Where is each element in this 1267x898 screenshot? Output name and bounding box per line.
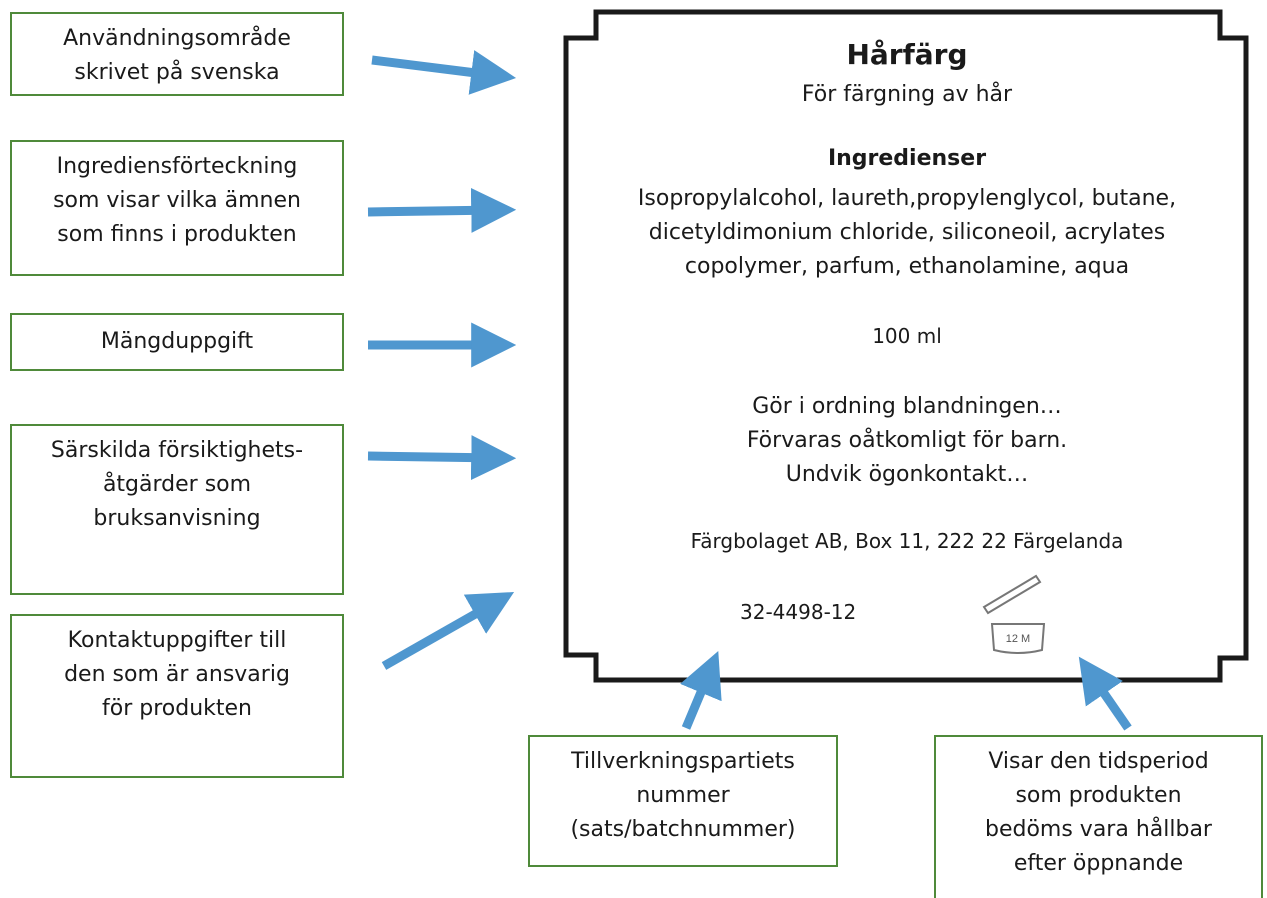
callout-line: Mängduppgift — [100, 329, 254, 354]
callout-line: Användningsområde — [63, 26, 291, 51]
callout-line: Visar den tidsperiod — [988, 749, 1209, 774]
callout-line: som produkten — [1015, 783, 1182, 808]
callout-line: Särskilda försiktighets- — [50, 438, 304, 463]
callout-line: Ingrediensförteckning — [56, 154, 298, 179]
callout-line: Tillverkningspartiets — [571, 749, 795, 774]
callout-ingredients: Ingrediensförteckning som visar vilka äm… — [10, 140, 344, 276]
callout-line: Kontaktuppgifter till — [67, 628, 287, 653]
open-jar-icon: 12 M — [982, 574, 1046, 654]
callout-quantity: Mängduppgift — [10, 313, 344, 371]
callout-line: nummer — [636, 783, 730, 808]
label-frame — [563, 9, 1249, 683]
callout-shelf-life: Visar den tidsperiod som produkten bedöm… — [934, 735, 1263, 898]
callout-line: skrivet på svenska — [74, 60, 280, 85]
arrow-ingredients — [367, 187, 517, 233]
callout-precautions: Särskilda försiktighets- åtgärder som br… — [10, 424, 344, 595]
callout-line: för produkten — [102, 696, 252, 721]
callout-contact: Kontaktuppgifter till den som är ansvari… — [10, 614, 344, 778]
callout-line: den som är ansvarig — [64, 662, 290, 687]
callout-batch: Tillverkningspartiets nummer (sats/batch… — [528, 735, 838, 867]
callout-line: som visar vilka ämnen — [53, 188, 301, 213]
callout-line: efter öppnande — [1013, 851, 1184, 876]
callout-usage: Användningsområde skrivet på svenska — [10, 12, 344, 96]
arrow-usage — [371, 50, 517, 95]
arrow-shelf-life — [1078, 656, 1132, 731]
callout-line: (sats/batchnummer) — [570, 817, 796, 842]
arrow-batch — [680, 651, 722, 730]
callout-line: som finns i produkten — [57, 222, 297, 247]
pao-symbol-text: 12 M — [1006, 633, 1030, 645]
callout-line: bedöms vara hållbar — [985, 817, 1212, 842]
arrow-precautions — [367, 435, 517, 481]
arrow-contact — [381, 591, 515, 670]
callout-line: bruksanvisning — [93, 506, 261, 531]
callout-line: åtgärder som — [102, 472, 252, 497]
